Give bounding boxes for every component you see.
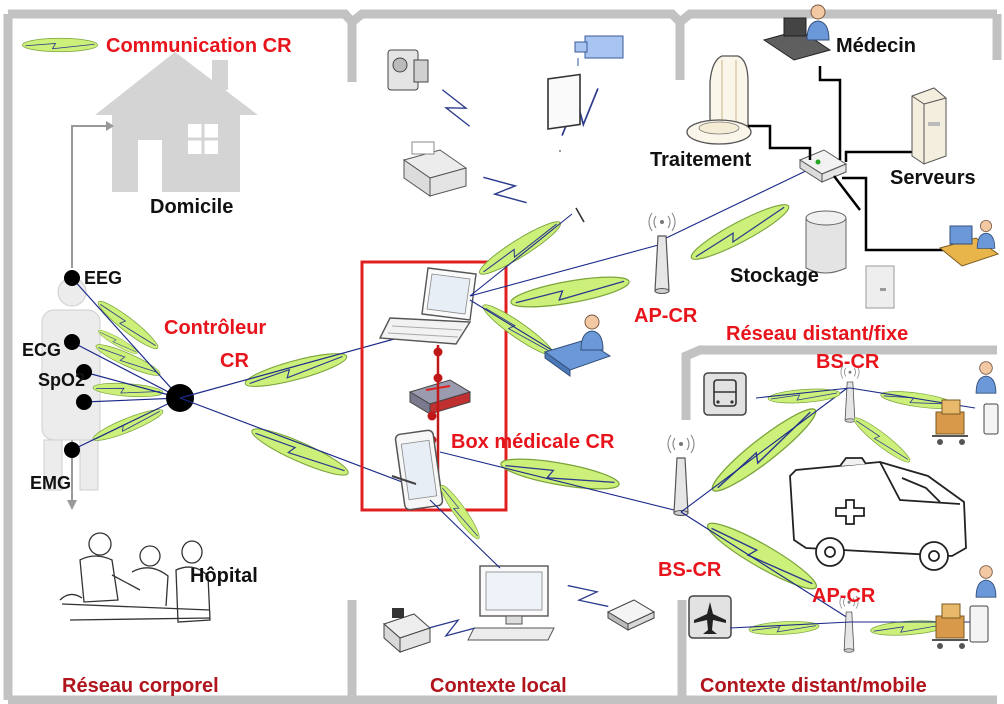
zone-borders: [3, 9, 1002, 704]
wired-links: [748, 66, 948, 252]
bs-cr-lower-label: BS-CR: [658, 559, 722, 581]
screen-icon: [547, 73, 585, 223]
doctor-icon: [762, 4, 832, 61]
ap-cr-fixed-antenna: [648, 212, 676, 295]
controller-label-1: Contrôleur: [164, 317, 266, 339]
ambulance-icon: [789, 457, 967, 571]
bs-cr-upper-label: BS-CR: [816, 351, 880, 373]
local-context-label: Contexte local: [430, 675, 567, 697]
spo2-sensor-2: [76, 394, 92, 410]
router-icon: [408, 379, 472, 415]
legend: Communication CR: [22, 35, 292, 57]
doctor-label: Médecin: [836, 35, 916, 57]
medical-box-label: Box médicale CR: [451, 431, 615, 453]
spo2-sensor: [76, 364, 92, 380]
home-arrow: [71, 125, 106, 268]
ecg-label: ECG: [22, 340, 61, 360]
camera-wireless: [434, 89, 478, 127]
switch-icon: [798, 149, 848, 183]
ap-cr-fixed-label: AP-CR: [634, 305, 698, 327]
storage-tower-icon: [865, 265, 895, 309]
sensor-wires: [71, 277, 181, 451]
shopper-icon: [932, 361, 999, 445]
tablet-icon: [391, 429, 444, 511]
projector-icon: [574, 35, 624, 66]
scanner-icon: [606, 599, 656, 631]
storage-icon: [805, 210, 847, 274]
admin-user-icon: [938, 219, 1000, 267]
fax-wireless: [479, 176, 531, 204]
tablet-bs-link: [498, 452, 622, 496]
hospital-icon: [59, 532, 211, 623]
bus-icon: [703, 372, 747, 416]
eeg-sensor: [64, 270, 80, 286]
fax-computer-wireless: [428, 615, 476, 641]
hospital-label: Hôpital: [190, 565, 258, 587]
bs-cr-upper-antenna: [840, 365, 860, 423]
fax-machine-icon: [383, 608, 431, 654]
remote-mobile-label: Contexte distant/mobile: [700, 675, 927, 697]
plane-icon: [688, 595, 732, 639]
fax-icon: [402, 141, 468, 197]
home-label: Domicile: [150, 196, 233, 218]
bs-cr-lower-antenna: [667, 434, 695, 517]
processing-icon: [686, 55, 752, 145]
emg-sensor: [64, 442, 80, 458]
servers-label: Serveurs: [890, 167, 976, 189]
desk-user-icon: [543, 314, 612, 377]
eeg-label: EEG: [84, 268, 122, 288]
tablet-computer-link: [436, 481, 484, 543]
emg-label: EMG: [30, 473, 71, 493]
processing-label: Traitement: [650, 149, 751, 171]
video-camera-icon: [387, 49, 429, 91]
shopper-icon-2: [932, 565, 997, 649]
desktop-computer-icon: [467, 565, 555, 641]
controller-links: [242, 346, 353, 483]
remote-fixed-label: Réseau distant/fixe: [726, 323, 908, 345]
spo2-label: SpO2: [38, 370, 85, 390]
scanner-computer-wireless: [564, 584, 612, 608]
body-network-label: Réseau corporel: [62, 675, 219, 697]
ecg-sensor: [64, 334, 80, 350]
legend-label: Communication CR: [106, 35, 292, 57]
house-icon: [95, 52, 258, 192]
medical-box: [360, 260, 508, 512]
server-icon: [911, 87, 947, 165]
storage-label: Stockage: [730, 265, 819, 287]
ap-cr-mobile-label: AP-CR: [812, 585, 876, 607]
laptop-icon: [378, 267, 477, 345]
controller-label-2: CR: [220, 350, 249, 372]
